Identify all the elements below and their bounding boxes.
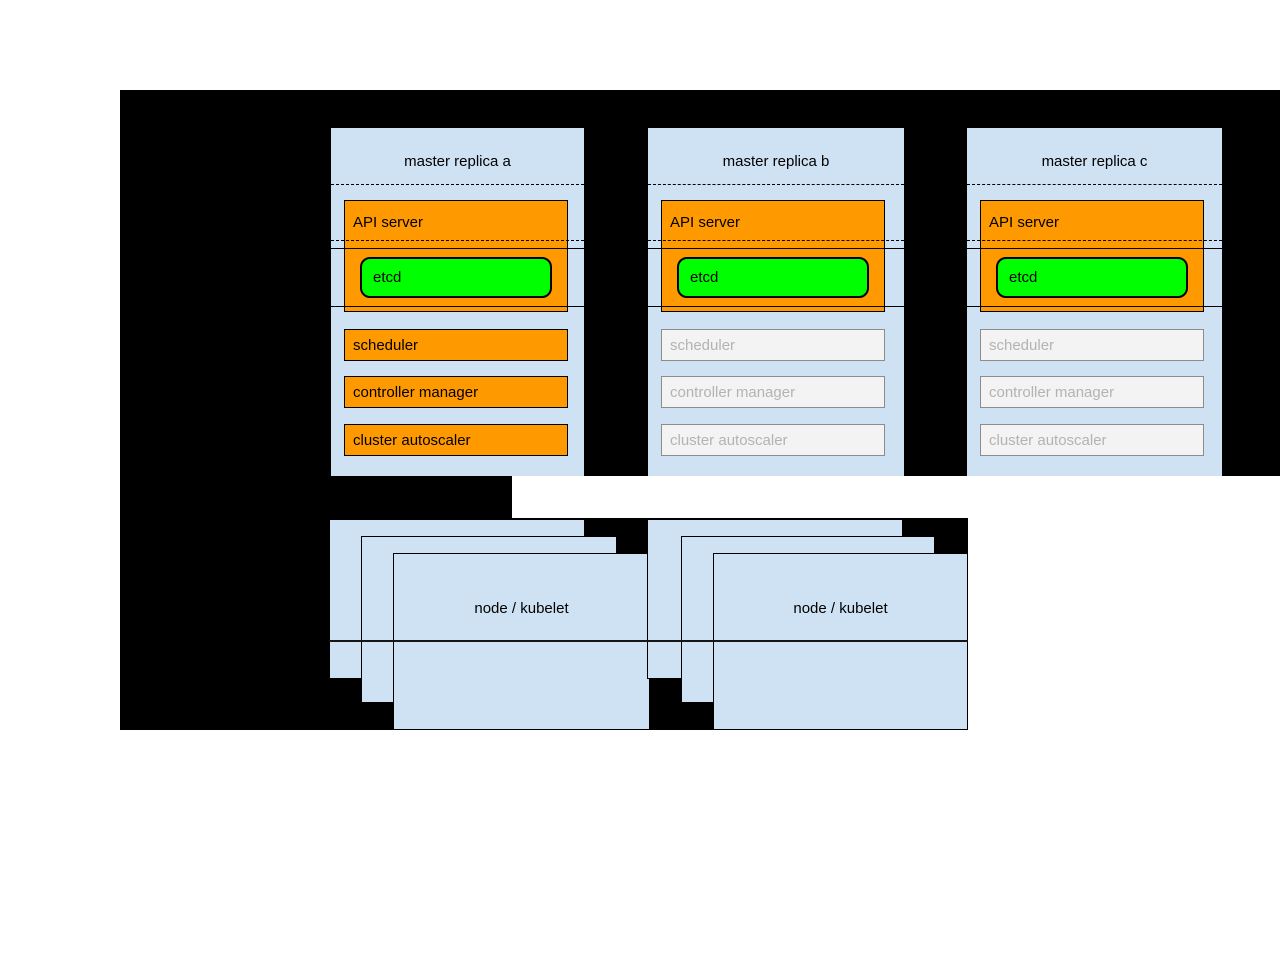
etcd-label-a: etcd <box>373 269 402 286</box>
controller-manager-label-c: controller manager <box>989 383 1115 401</box>
scheduler-label-c: scheduler <box>989 336 1055 354</box>
master-replica-b-title: master replica b <box>722 153 830 170</box>
master-replica-b-panel: master replica b API server etcd schedul… <box>648 128 904 476</box>
api-server-box-b: API server etcd <box>661 200 885 312</box>
etcd-label-c: etcd <box>1009 269 1038 286</box>
solid-divider <box>648 306 904 307</box>
cluster-autoscaler-label-b: cluster autoscaler <box>670 431 788 449</box>
solid-divider <box>967 248 1222 249</box>
dashed-divider <box>648 184 904 185</box>
dashed-divider <box>967 184 1222 185</box>
api-server-box-a: API server etcd <box>344 200 568 312</box>
etcd-label-b: etcd <box>690 269 719 286</box>
dashed-divider <box>331 184 584 185</box>
api-server-label-c: API server <box>989 214 1060 231</box>
controller-manager-label-a: controller manager <box>353 383 479 401</box>
controller-manager-label-b: controller manager <box>670 383 796 401</box>
etcd-box-a: etcd <box>360 257 552 298</box>
etcd-box-b: etcd <box>677 257 869 298</box>
scheduler-box-a: scheduler <box>344 329 568 361</box>
cluster-autoscaler-label-c: cluster autoscaler <box>989 431 1107 449</box>
solid-divider <box>331 306 584 307</box>
scheduler-label-b: scheduler <box>670 336 736 354</box>
dashed-divider <box>331 240 584 241</box>
api-server-box-c: API server etcd <box>980 200 1204 312</box>
api-server-label-a: API server <box>353 214 424 231</box>
dashed-divider <box>648 240 904 241</box>
cluster-autoscaler-label-a: cluster autoscaler <box>353 431 471 449</box>
master-replica-a-title: master replica a <box>404 153 511 170</box>
solid-divider <box>648 248 904 249</box>
solid-divider <box>331 248 584 249</box>
cluster-autoscaler-box-c: cluster autoscaler <box>980 424 1204 456</box>
controller-manager-box-b: controller manager <box>661 376 885 408</box>
scheduler-box-b: scheduler <box>661 329 885 361</box>
background-middle-block <box>120 476 512 518</box>
master-replica-c-panel: master replica c API server etcd schedul… <box>967 128 1222 476</box>
cluster-autoscaler-box-b: cluster autoscaler <box>661 424 885 456</box>
controller-manager-box-a: controller manager <box>344 376 568 408</box>
master-replica-c-title: master replica c <box>1041 153 1148 170</box>
scheduler-label-a: scheduler <box>353 336 419 354</box>
node-title-separator-line <box>329 640 968 642</box>
solid-divider <box>967 306 1222 307</box>
controller-manager-box-c: controller manager <box>980 376 1204 408</box>
etcd-box-c: etcd <box>996 257 1188 298</box>
api-server-label-b: API server <box>670 214 741 231</box>
node-kubelet-label-2: node / kubelet <box>793 600 888 617</box>
scheduler-box-c: scheduler <box>980 329 1204 361</box>
master-replica-a-panel: master replica a API server etcd schedul… <box>331 128 584 476</box>
dashed-divider <box>967 240 1222 241</box>
node-kubelet-label-1: node / kubelet <box>474 600 569 617</box>
cluster-autoscaler-box-a: cluster autoscaler <box>344 424 568 456</box>
